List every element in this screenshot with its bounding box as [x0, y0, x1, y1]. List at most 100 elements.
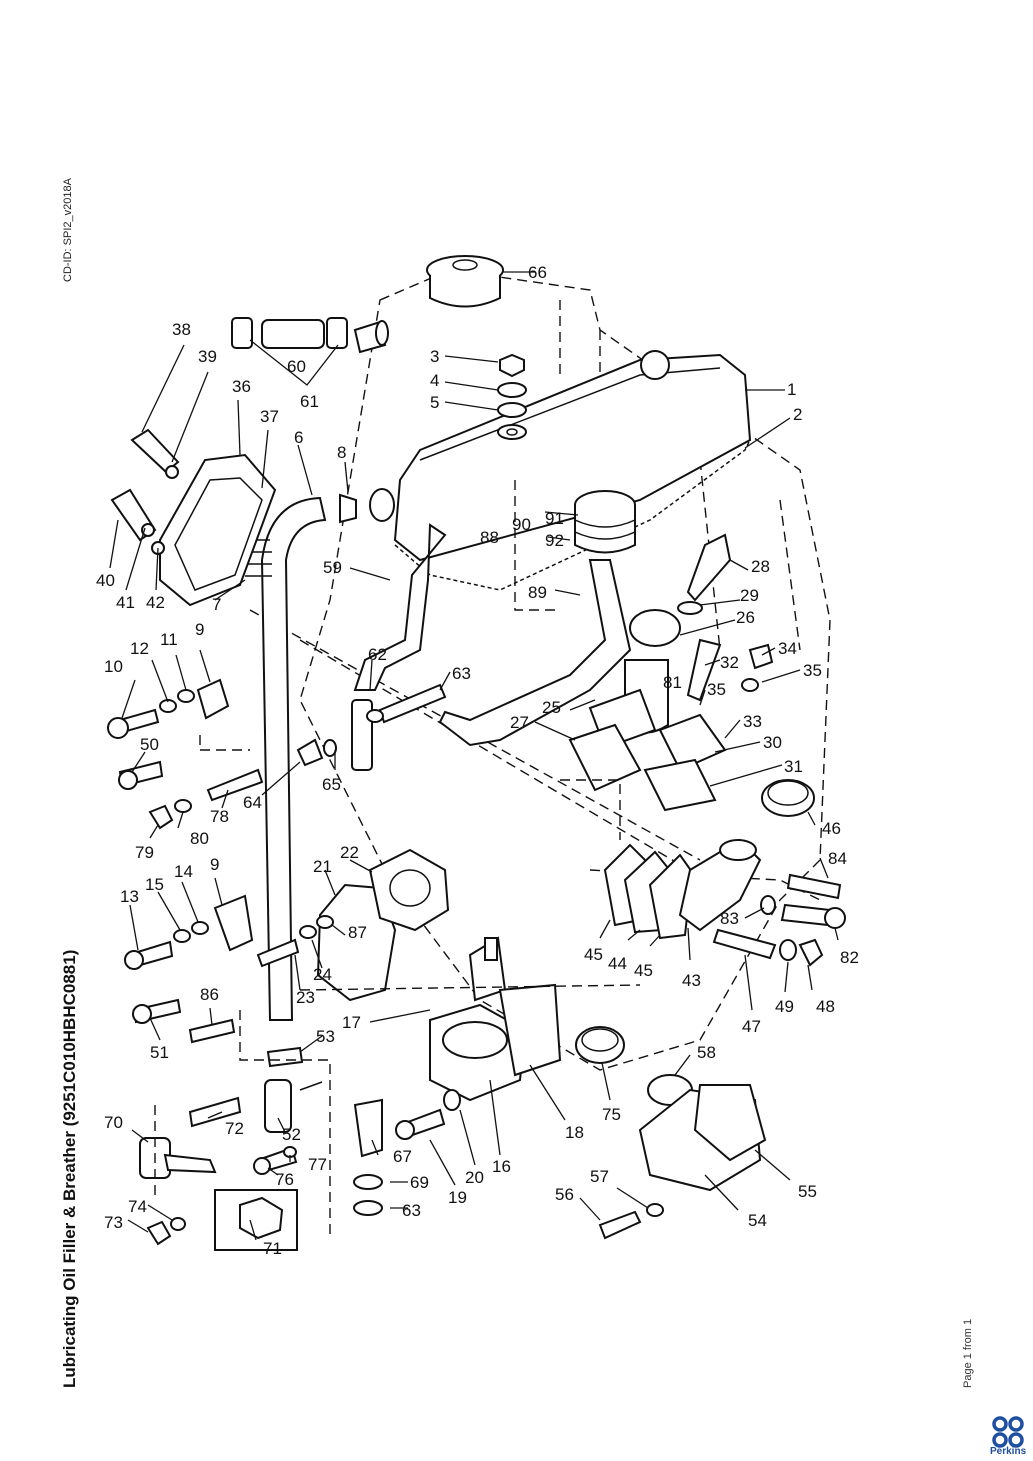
callout-17: 17 — [342, 1013, 361, 1032]
callout-87: 87 — [348, 923, 367, 942]
callout-19: 19 — [448, 1188, 467, 1207]
callout-4: 4 — [430, 371, 439, 390]
thermostat-housing — [603, 838, 762, 940]
callout-40: 40 — [96, 571, 115, 590]
callout-labels: 1 2 3 4 5 6 7 8 9 9 10 11 12 13 14 15 16… — [96, 263, 859, 1258]
callout-86: 86 — [200, 985, 219, 1004]
callout-66: 66 — [528, 263, 547, 282]
callout-35a: 35 — [803, 661, 822, 680]
callout-49: 49 — [775, 997, 794, 1016]
callout-9a: 9 — [195, 620, 204, 639]
callout-59: 59 — [323, 558, 342, 577]
callout-56: 56 — [555, 1185, 574, 1204]
cover-plate-21-22 — [316, 848, 450, 1002]
callout-5: 5 — [430, 393, 439, 412]
callout-48: 48 — [816, 997, 835, 1016]
rocker-cover — [393, 350, 752, 562]
callout-72: 72 — [225, 1119, 244, 1138]
callout-46: 46 — [822, 819, 841, 838]
callout-30: 30 — [763, 733, 782, 752]
callout-80: 80 — [190, 829, 209, 848]
callout-62: 62 — [368, 645, 387, 664]
callout-38: 38 — [172, 320, 191, 339]
callout-89: 89 — [528, 583, 547, 602]
callout-11: 11 — [160, 630, 178, 649]
callout-77: 77 — [308, 1155, 327, 1174]
callout-2: 2 — [793, 405, 802, 424]
callout-88: 88 — [480, 528, 499, 547]
callout-79: 79 — [135, 843, 154, 862]
breather-bracket — [110, 428, 277, 607]
callout-25: 25 — [542, 698, 561, 717]
stud-group — [712, 873, 846, 967]
callout-23: 23 — [296, 988, 315, 1007]
guide-lines — [154, 480, 641, 1240]
callout-54: 54 — [748, 1211, 767, 1230]
callout-32: 32 — [720, 653, 739, 672]
callout-34: 34 — [778, 639, 797, 658]
callout-28: 28 — [751, 557, 770, 576]
callout-52: 52 — [282, 1125, 301, 1144]
callout-83: 83 — [720, 909, 739, 928]
callout-42: 42 — [146, 593, 165, 612]
hose-assembly-60 — [231, 317, 348, 349]
callout-73: 73 — [104, 1213, 123, 1232]
callout-leader-lines — [109, 271, 839, 1241]
callout-51: 51 — [150, 1043, 169, 1062]
breather-pipe-89 — [438, 490, 636, 747]
callout-35b: 35 — [707, 680, 726, 699]
callout-15: 15 — [145, 875, 164, 894]
callout-75: 75 — [602, 1105, 621, 1124]
page-title: Lubricating Oil Filler & Breather (9251C… — [60, 949, 79, 1388]
callout-74: 74 — [128, 1197, 147, 1216]
callout-78: 78 — [210, 807, 229, 826]
callout-76: 76 — [275, 1170, 294, 1189]
callout-31: 31 — [784, 757, 803, 776]
callout-20: 20 — [465, 1168, 484, 1187]
callout-10: 10 — [104, 657, 123, 676]
callout-16: 16 — [492, 1157, 511, 1176]
perkins-logo-icon — [992, 1416, 1024, 1448]
callout-69: 69 — [410, 1173, 429, 1192]
callout-6: 6 — [294, 428, 303, 447]
callout-39: 39 — [198, 347, 217, 366]
callout-71: 71 — [263, 1239, 282, 1258]
callout-81: 81 — [663, 673, 682, 692]
brand-name: Perkins — [990, 1446, 1027, 1457]
callout-1: 1 — [787, 380, 796, 399]
callout-27: 27 — [510, 713, 529, 732]
callout-70: 70 — [104, 1113, 123, 1132]
callout-91: 91 — [545, 509, 564, 528]
page-number: Page 1 from 1 — [962, 1318, 974, 1388]
callout-63b: 63 — [402, 1201, 421, 1220]
callout-18: 18 — [565, 1123, 584, 1142]
pipe-59 — [351, 523, 447, 771]
callout-9b: 9 — [210, 855, 219, 874]
callout-67: 67 — [393, 1147, 412, 1166]
filler-neck — [353, 320, 389, 354]
callout-53: 53 — [316, 1027, 335, 1046]
callout-41: 41 — [116, 593, 135, 612]
callout-84: 84 — [828, 849, 847, 868]
right-fasteners — [643, 533, 774, 812]
callout-60: 60 — [287, 357, 306, 376]
callout-45b: 45 — [634, 961, 653, 980]
cap-75 — [575, 1026, 625, 1064]
callout-58: 58 — [697, 1043, 716, 1062]
oil-filler-cap — [426, 255, 504, 308]
callout-12: 12 — [130, 639, 149, 658]
breather-housing-25 — [568, 609, 681, 792]
callout-44: 44 — [608, 954, 627, 973]
callout-47: 47 — [742, 1017, 761, 1036]
callout-61: 61 — [300, 392, 319, 411]
callout-64: 64 — [243, 793, 262, 812]
callout-3: 3 — [430, 347, 439, 366]
callout-26: 26 — [736, 608, 755, 627]
callout-63a: 63 — [452, 664, 471, 683]
callout-14: 14 — [174, 862, 193, 881]
callout-29: 29 — [740, 586, 759, 605]
callout-55: 55 — [798, 1182, 817, 1201]
cap-46 — [761, 779, 815, 817]
callout-43: 43 — [682, 971, 701, 990]
